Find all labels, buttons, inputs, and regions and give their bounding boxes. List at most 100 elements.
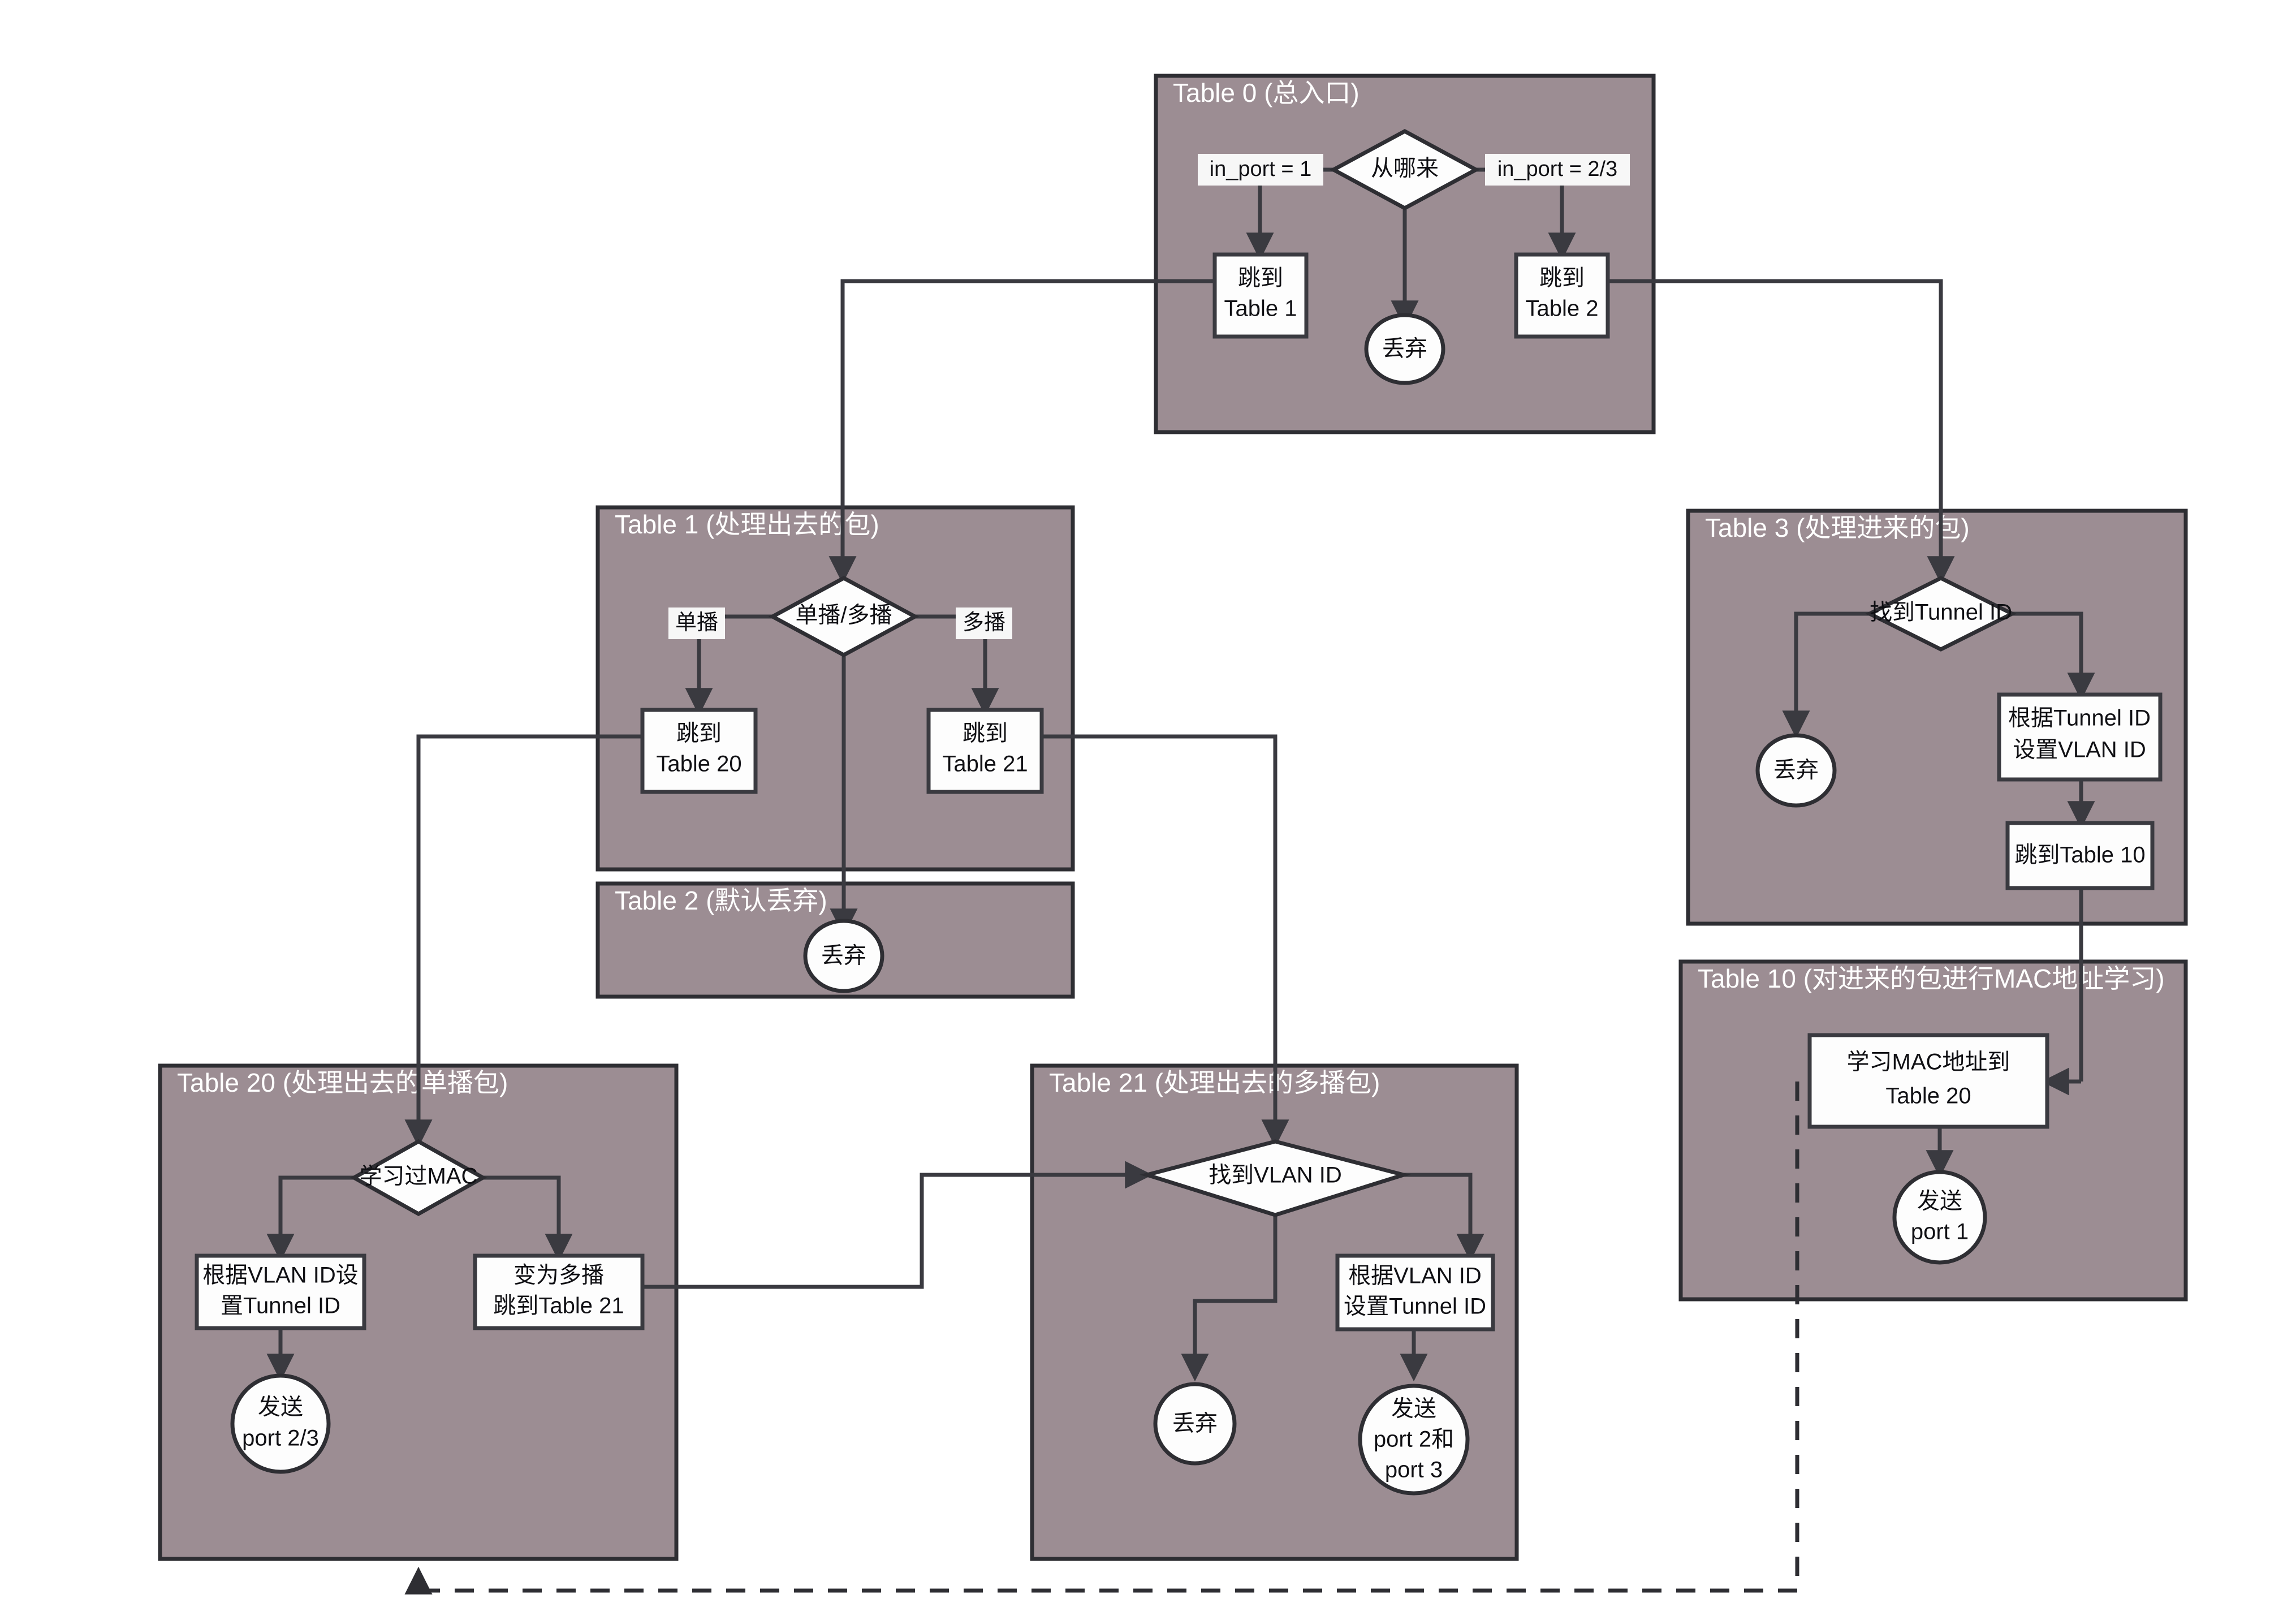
node-t1-jump-table21-shape — [926, 708, 1044, 794]
node-t1-jump-table20[interactable]: 跳到 Table 20 — [640, 708, 758, 794]
node-t3-decision-shape — [1865, 576, 2017, 652]
edge-t0-jump2-to-table3 — [1608, 279, 1955, 584]
node-t20-send-port23[interactable]: 发送 port 2/3 — [230, 1373, 331, 1474]
node-t0-drop-shape — [1364, 313, 1445, 385]
node-t0-jump-table2-shape — [1514, 252, 1610, 339]
node-t21-drop-label: 丢弃 — [1172, 1411, 1218, 1436]
node-t2-drop-label: 丢弃 — [821, 943, 866, 968]
node-t3-drop-label: 丢弃 — [1773, 758, 1819, 783]
node-t20-decision-shape — [349, 1139, 487, 1217]
node-t3-set-vlan-id-shape — [1997, 692, 2163, 782]
panel-table21-title: Table 21 (处理出去的多播包) — [1049, 1068, 1380, 1097]
node-t20-set-tunnel-id-line1: 根据VLAN ID设 — [202, 1263, 359, 1288]
node-t1-decision[interactable]: 单播/多播 — [768, 576, 920, 657]
node-t1-jump-table21[interactable]: 跳到 Table 21 — [926, 708, 1044, 794]
edge-label-multicast-bg — [956, 608, 1012, 639]
node-t21-drop-shape — [1153, 1382, 1237, 1466]
node-t21-set-tunnel-id-line2: 设置Tunnel ID — [1344, 1294, 1486, 1319]
node-t0-jump-table1[interactable]: 跳到 Table 1 — [1212, 252, 1309, 339]
node-t20-send-port23-line2: port 2/3 — [242, 1426, 319, 1451]
node-t21-set-tunnel-id[interactable]: 根据VLAN ID 设置Tunnel ID — [1335, 1253, 1495, 1332]
node-t0-jump-table2-line2: Table 2 — [1526, 296, 1599, 321]
node-t0-decision-shape — [1329, 129, 1481, 210]
edge-label-in-port-23-text: in_port = 2/3 — [1497, 157, 1617, 181]
edge-t20-tomulti-to-table21 — [642, 1161, 1153, 1289]
edge-label-in-port-1-text: in_port = 1 — [1210, 157, 1312, 181]
node-t10-learn-mac-line1: 学习MAC地址到 — [1847, 1050, 2010, 1075]
edge-t21-decision-to-settun — [1404, 1173, 1484, 1262]
node-t21-decision-label: 找到VLAN ID — [1209, 1163, 1342, 1188]
node-t0-jump-table1-shape — [1212, 252, 1309, 339]
node-t21-send-port2-and-port3[interactable]: 发送 port 2和 port 3 — [1358, 1384, 1470, 1496]
node-t21-send-port2-and-port3-shape — [1358, 1384, 1470, 1496]
node-t10-send-port1-line2: port 1 — [1911, 1220, 1969, 1244]
node-t1-jump-table20-line1: 跳到 — [676, 721, 722, 746]
node-t10-send-port1-shape — [1892, 1170, 1987, 1265]
edge-label-unicast: 单播 — [668, 608, 725, 639]
node-t3-set-vlan-id[interactable]: 根据Tunnel ID 设置VLAN ID — [1997, 692, 2163, 782]
node-t3-jump-table10-line1: 跳到Table 10 — [2014, 843, 2145, 868]
edge-t20-decision-to-tomulti — [483, 1175, 573, 1262]
node-t10-learn-mac-shape — [1807, 1033, 2049, 1129]
node-t20-set-tunnel-id[interactable]: 根据VLAN ID设 置Tunnel ID — [195, 1253, 366, 1330]
node-t3-jump-table10-shape — [2005, 821, 2155, 890]
node-t20-send-port23-shape — [230, 1373, 331, 1474]
edge-t3-decision-to-setvlan — [2012, 611, 2095, 701]
node-t20-convert-to-multicast[interactable]: 变为多播 跳到Table 21 — [473, 1253, 645, 1330]
node-t3-jump-table10[interactable]: 跳到Table 10 — [2005, 821, 2155, 890]
panel-table1-title: Table 1 (处理出去的包) — [615, 510, 879, 539]
node-t20-decision[interactable]: 学习过MAC — [349, 1139, 487, 1217]
edge-label-multicast-text: 多播 — [963, 611, 1005, 635]
edge-t0-jump1-to-table1 — [840, 279, 1215, 554]
node-t10-learn-mac-line2: Table 20 — [1885, 1084, 1971, 1109]
node-t20-set-tunnel-id-line2: 置Tunnel ID — [221, 1294, 340, 1319]
node-t10-learn-mac[interactable]: 学习MAC地址到 Table 20 — [1807, 1033, 2049, 1129]
node-t3-set-vlan-id-line1: 根据Tunnel ID — [2008, 706, 2151, 731]
panel-table1-rect — [595, 505, 1075, 872]
node-t21-decision-shape — [1140, 1139, 1411, 1217]
node-t1-jump-table20-line2: Table 20 — [656, 752, 741, 777]
edge-label-in-port-1-bg — [1198, 154, 1323, 186]
edge-t1-jump20-to-table20 — [404, 734, 654, 1148]
panel-table0-title: Table 0 (总入口) — [1173, 78, 1360, 107]
node-t0-drop-label: 丢弃 — [1382, 337, 1427, 361]
node-t10-send-port1-line1: 发送 — [1917, 1189, 1962, 1214]
node-t0-drop[interactable]: 丢弃 — [1364, 313, 1445, 385]
node-t20-decision-label: 学习过MAC — [360, 1164, 478, 1189]
node-t20-convert-to-multicast-line2: 跳到Table 21 — [493, 1294, 624, 1319]
node-t21-drop[interactable]: 丢弃 — [1153, 1382, 1237, 1466]
edge-t21-decision-to-drop — [1181, 1215, 1278, 1382]
node-t10-send-port1[interactable]: 发送 port 1 — [1892, 1170, 1987, 1265]
node-t3-drop-shape — [1755, 733, 1837, 808]
node-t2-drop[interactable]: 丢弃 — [803, 919, 884, 993]
edge-label-in-port-23: in_port = 2/3 — [1485, 154, 1630, 186]
node-t21-send-port2-and-port3-line2: port 2和 — [1374, 1427, 1454, 1452]
edge-t10-feedback-to-table20 — [404, 1082, 1799, 1595]
node-t0-decision[interactable]: 从哪来 — [1329, 129, 1481, 210]
node-t1-decision-shape — [768, 576, 920, 657]
edge-t1-jump21-to-table21 — [1030, 734, 1289, 1148]
edge-label-unicast-text: 单播 — [675, 611, 718, 635]
edge-label-in-port-1: in_port = 1 — [1198, 154, 1323, 186]
node-t1-decision-label: 单播/多播 — [795, 603, 892, 628]
node-t21-send-port2-and-port3-line1: 发送 — [1391, 1397, 1436, 1421]
node-t21-decision[interactable]: 找到VLAN ID — [1140, 1139, 1411, 1217]
node-t0-jump-table2[interactable]: 跳到 Table 2 — [1514, 252, 1610, 339]
node-t21-set-tunnel-id-shape — [1335, 1253, 1495, 1332]
node-t21-set-tunnel-id-line1: 根据VLAN ID — [1348, 1264, 1482, 1289]
panel-table1[interactable]: Table 1 (处理出去的包) — [595, 505, 1075, 872]
edge-label-in-port-23-bg — [1485, 154, 1630, 186]
edge-label-unicast-bg — [668, 608, 725, 639]
node-t3-drop[interactable]: 丢弃 — [1755, 733, 1837, 808]
panel-table2-title: Table 2 (默认丢弃) — [615, 886, 827, 915]
panel-table10-title: Table 10 (对进来的包进行MAC地址学习) — [1698, 964, 2165, 993]
node-t20-convert-to-multicast-shape — [473, 1253, 645, 1330]
node-t20-set-tunnel-id-shape — [195, 1253, 366, 1330]
panel-table20-title: Table 20 (处理出去的单播包) — [177, 1068, 508, 1097]
node-t1-jump-table21-line2: Table 21 — [942, 752, 1028, 777]
node-t3-decision[interactable]: 找到Tunnel ID — [1865, 576, 2017, 652]
node-t20-send-port23-line1: 发送 — [258, 1395, 303, 1420]
node-t20-convert-to-multicast-line1: 变为多播 — [513, 1263, 604, 1288]
